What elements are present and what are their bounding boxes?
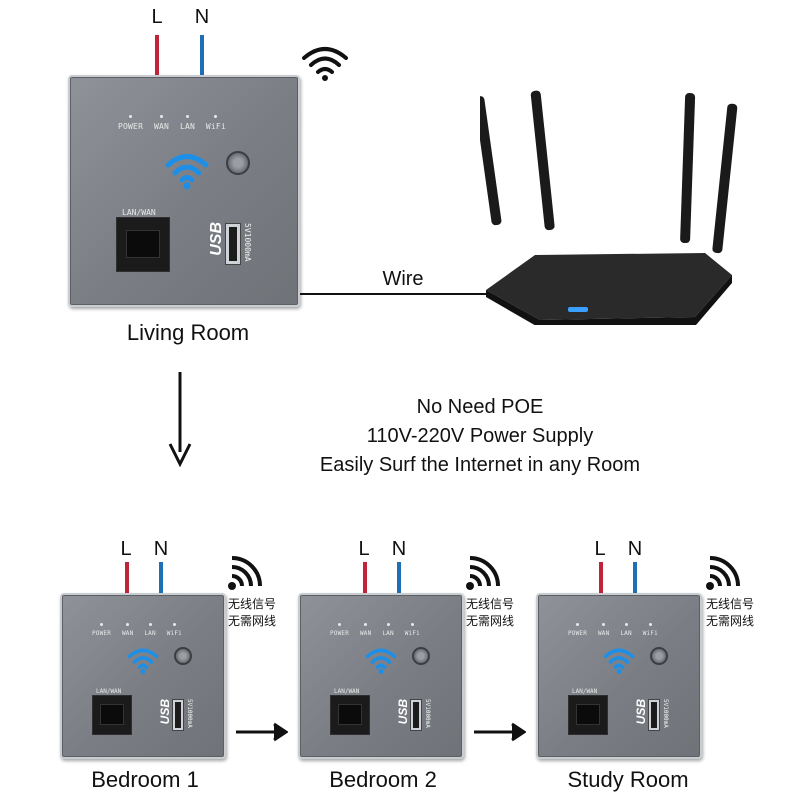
room-label: Bedroom 1 [91, 767, 199, 792]
feature-power-supply: 110V-220V Power Supply [366, 425, 594, 447]
wire-label: Wire [382, 268, 424, 290]
room-panel: POWER WAN LAN WiFi LAN/WAN USB 5V1000mA [60, 593, 226, 759]
wifi-signal-icon [302, 47, 348, 81]
feature-surf-internet: Easily Surf the Internet in any Room [319, 454, 641, 476]
usb-port[interactable] [172, 699, 184, 731]
live-wire-label: L [120, 538, 132, 560]
led-wifi: WiFi [643, 623, 658, 637]
rj45-port[interactable] [116, 217, 170, 272]
room-panel: POWER WAN LAN WiFi LAN/WAN USB 5V1000mA [536, 593, 702, 759]
living-room-panel: POWER WAN LAN WiFi LAN/WAN USB 5V1000mA [68, 75, 300, 307]
usb-port[interactable] [648, 699, 660, 731]
led-wifi: WiFi [405, 623, 420, 637]
led-power: POWER [92, 623, 111, 637]
usb-port[interactable] [225, 223, 241, 265]
neutral-wire [200, 35, 204, 75]
neutral-wire-label: N [153, 538, 169, 560]
live-wire-label: L [358, 538, 370, 560]
usb-spec: 5V1000mA [243, 223, 252, 262]
ethernet-wire [300, 293, 490, 295]
live-wire-label: L [151, 6, 163, 28]
port-label: LAN/WAN [572, 688, 598, 695]
living-room-label: Living Room [126, 320, 250, 345]
neutral-wire [397, 562, 401, 594]
signal-note: 无线信号无需网线 [228, 597, 277, 628]
usb-spec: 5V1000mA [186, 699, 193, 728]
signal-note: 无线信号无需网线 [466, 597, 515, 628]
neutral-wire [633, 562, 637, 594]
neutral-wire-label: N [627, 538, 643, 560]
led-lan: LAN [180, 115, 195, 131]
reset-button[interactable] [412, 647, 430, 665]
live-wire [155, 35, 159, 75]
signal-note: 无线信号无需网线 [706, 597, 755, 628]
wifi-icon [165, 154, 209, 190]
port-label: LAN/WAN [334, 688, 360, 695]
usb-label: USB [158, 699, 172, 725]
rj45-port[interactable] [330, 695, 370, 735]
neutral-wire [159, 562, 163, 594]
wifi-icon [127, 648, 159, 674]
usb-spec: 5V1000mA [424, 699, 431, 728]
led-power: POWER [568, 623, 587, 637]
neutral-wire-label: N [194, 6, 210, 28]
room-panel: POWER WAN LAN WiFi LAN/WAN USB 5V1000mA [298, 593, 464, 759]
live-wire-label: L [594, 538, 606, 560]
live-wire [599, 562, 603, 594]
reset-button[interactable] [174, 647, 192, 665]
led-lan: LAN [144, 623, 156, 637]
wireless-signal-icon [228, 556, 262, 590]
live-wire [125, 562, 129, 594]
reset-button[interactable] [226, 151, 250, 175]
wireless-signal-icon [706, 556, 740, 590]
wireless-signal-icon [466, 556, 500, 590]
wifi-icon [365, 648, 397, 674]
arrow-right-icon [236, 722, 288, 742]
arrow-right-icon [474, 722, 526, 742]
reset-button[interactable] [650, 647, 668, 665]
led-wan: WAN [154, 115, 169, 131]
led-lan: LAN [382, 623, 394, 637]
led-wan: WAN [122, 623, 133, 637]
led-wifi: WiFi [206, 115, 226, 131]
usb-port[interactable] [410, 699, 422, 731]
usb-spec: 5V1000mA [662, 699, 669, 728]
room-label: Study Room [567, 767, 689, 792]
feature-no-poe: No Need POE [416, 396, 544, 418]
router-icon [480, 90, 738, 325]
wifi-icon [603, 648, 635, 674]
led-lan: LAN [620, 623, 632, 637]
led-wan: WAN [360, 623, 371, 637]
led-power: POWER [118, 115, 143, 131]
arrow-down-icon [168, 372, 192, 467]
live-wire [363, 562, 367, 594]
led-power: POWER [330, 623, 349, 637]
rj45-port[interactable] [92, 695, 132, 735]
usb-label: USB [396, 699, 410, 725]
port-label: LAN/WAN [96, 688, 122, 695]
neutral-wire-label: N [391, 538, 407, 560]
led-wan: WAN [598, 623, 609, 637]
led-wifi: WiFi [167, 623, 182, 637]
room-label: Bedroom 2 [329, 767, 437, 792]
usb-label: USB [208, 222, 225, 256]
rj45-port[interactable] [568, 695, 608, 735]
port-label: LAN/WAN [122, 208, 156, 217]
usb-label: USB [634, 699, 648, 725]
